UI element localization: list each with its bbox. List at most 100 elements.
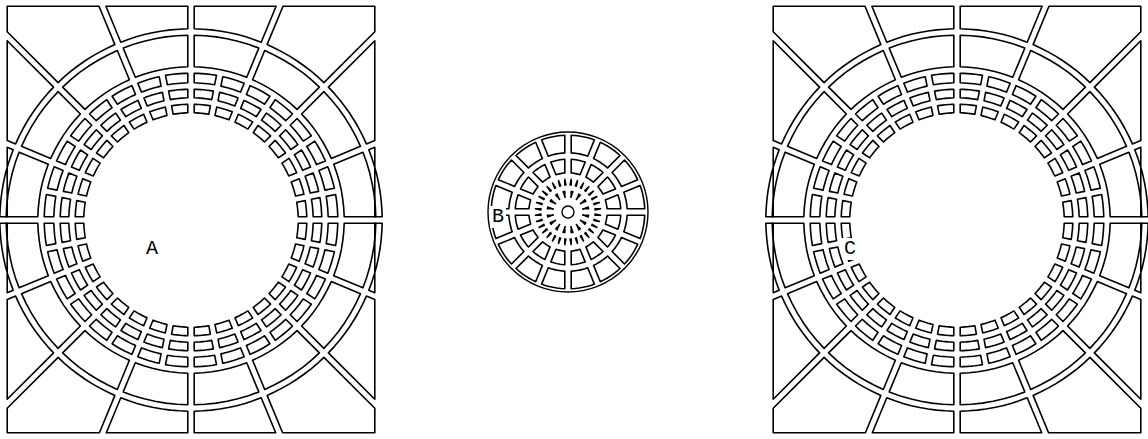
- grid-cell: [889, 363, 954, 405]
- grid-cell: [932, 355, 954, 367]
- grid-cell: [150, 107, 167, 120]
- grid-cell: [571, 268, 594, 289]
- grid-cell: [1085, 167, 1100, 190]
- grid-cell: [1001, 311, 1019, 326]
- grid-cell: [63, 331, 130, 390]
- grid-cell: [123, 363, 188, 405]
- grid-cell: [63, 173, 77, 193]
- grid-cell: [1012, 336, 1036, 355]
- grid-cell: [571, 135, 594, 156]
- grid-cell: [1028, 113, 1048, 131]
- grid-cell: [1057, 179, 1070, 196]
- grid-cell: [960, 35, 1025, 77]
- grid-cell: [241, 100, 261, 116]
- grid-cell: [48, 250, 63, 273]
- grid-cell: [280, 291, 298, 311]
- grid-cell: [535, 209, 541, 210]
- grid-cell: [1071, 247, 1085, 267]
- grid-cell: [369, 223, 382, 293]
- grid-cell: [262, 309, 282, 327]
- grid-cell: [1048, 264, 1063, 282]
- disc-outline: [488, 132, 648, 292]
- grid-cell: [97, 140, 114, 157]
- grid-cell: [878, 86, 902, 105]
- grid-cell: [1071, 173, 1085, 193]
- grid-cell: [369, 147, 382, 217]
- grid-cell: [829, 331, 896, 390]
- grid-cell: [916, 107, 933, 120]
- grid-cell: [612, 160, 638, 186]
- grid-cell: [563, 227, 565, 233]
- grid-cell: [851, 264, 866, 282]
- grid-cell: [194, 89, 213, 99]
- grid-cell: [559, 181, 561, 187]
- grid-cell: [571, 191, 573, 197]
- grid-cell: [269, 282, 286, 299]
- grid-cell: [166, 355, 188, 367]
- grid-cell: [194, 326, 210, 336]
- grid-cell: [580, 236, 583, 241]
- grid-cell: [63, 247, 77, 267]
- grid-cell: [595, 209, 601, 210]
- grid-cell: [297, 223, 307, 239]
- grid-cell: [1077, 198, 1087, 217]
- grid-cell: [305, 173, 319, 193]
- grid-cell: [570, 179, 571, 185]
- grid-cell: [542, 135, 565, 156]
- grid-cell: [592, 197, 597, 200]
- grid-cell: [75, 201, 85, 217]
- grid-cell: [960, 340, 979, 350]
- grid-cell: [282, 264, 297, 282]
- grid-cell: [841, 223, 851, 239]
- grid-cell: [7, 6, 115, 82]
- grid-cell: [22, 282, 81, 349]
- grid-cell: [194, 35, 259, 77]
- grid-cell: [887, 100, 907, 116]
- grid-cell: [294, 150, 310, 170]
- grid-cell: [101, 309, 121, 327]
- grid-cell: [895, 311, 913, 326]
- grid-cell: [851, 158, 866, 176]
- grid-cell: [1019, 51, 1086, 110]
- grid-cell: [194, 104, 210, 114]
- grid-cell: [575, 181, 577, 187]
- grid-cell: [550, 220, 555, 224]
- grid-cell: [585, 187, 589, 192]
- grid-cell: [121, 100, 141, 116]
- grid-cell: [7, 41, 53, 144]
- grid-cell: [498, 238, 524, 264]
- grid-cell: [586, 165, 603, 183]
- grid-cell: [262, 113, 282, 131]
- grid-cell: [850, 291, 868, 311]
- grid-cell: [1012, 86, 1036, 105]
- grid-cell: [319, 250, 334, 273]
- grid-cell: [1033, 6, 1141, 82]
- grid-cell: [302, 92, 361, 159]
- grid-cell: [111, 298, 128, 315]
- grid-cell: [57, 141, 76, 165]
- grid-cell: [218, 334, 238, 348]
- grid-cell: [932, 73, 954, 85]
- grid-cell: [553, 183, 556, 188]
- grid-cell: [1073, 141, 1092, 165]
- grid-cell: [872, 398, 954, 433]
- grid-cell: [194, 355, 216, 367]
- grid-cell: [576, 194, 580, 199]
- grid-cell: [97, 282, 114, 299]
- grid-cell: [328, 296, 374, 399]
- grid-cell: [328, 41, 374, 144]
- grid-cell: [542, 268, 565, 289]
- grid-cell: [1060, 270, 1076, 290]
- grid-cell: [844, 179, 857, 196]
- grid-cell: [583, 215, 589, 217]
- grid-cell: [1100, 223, 1142, 288]
- grid-cell: [910, 92, 930, 106]
- grid-cell: [307, 275, 326, 299]
- grid-cell: [872, 6, 954, 42]
- grid-cell: [1094, 296, 1140, 399]
- grid-cell: [291, 244, 304, 261]
- grid-cell: [166, 73, 188, 85]
- grid-cell: [935, 340, 954, 350]
- grid-cell: [221, 348, 244, 363]
